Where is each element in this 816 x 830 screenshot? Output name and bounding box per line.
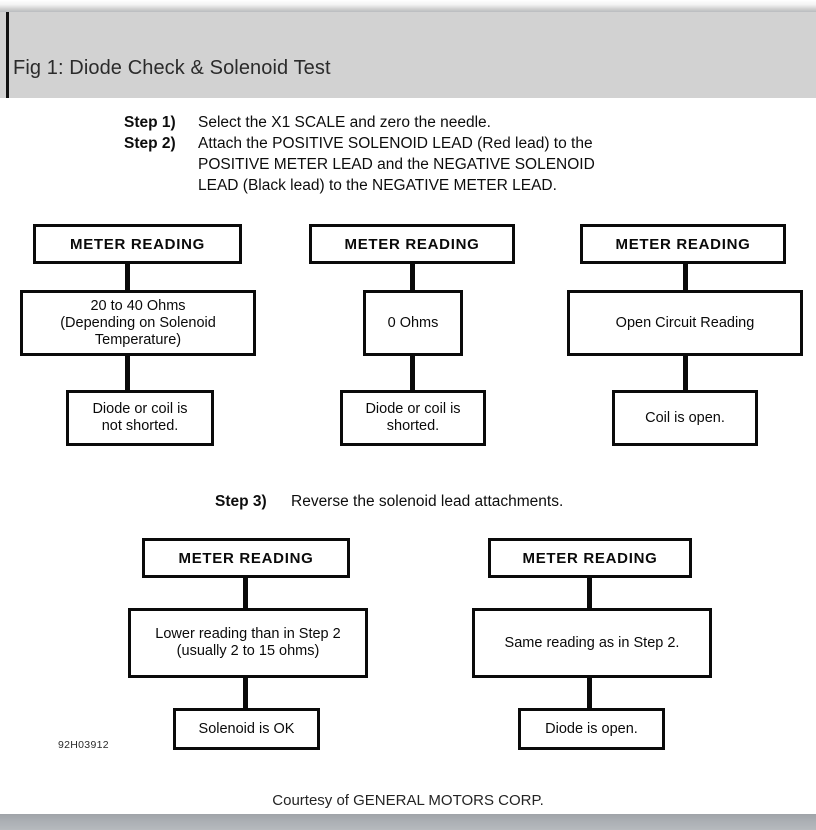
flow-top-col1-reading-line-1: 20 to 40 Ohms <box>90 297 186 314</box>
flow-top-col2-header-text: METER READING <box>344 235 480 253</box>
flow-bottom-col1-header: METER READING <box>142 538 350 578</box>
flow-top-col3-reading-line-1: Open Circuit Reading <box>615 314 755 331</box>
flow-top-col1-reading-line-2: (Depending on Solenoid <box>60 314 216 331</box>
steps-block: Step 1) Select the X1 SCALE and zero the… <box>124 112 595 196</box>
flow-top-col1-result-line-1: Diode or coil is <box>92 401 188 417</box>
window-top-edge <box>0 0 816 12</box>
step-3-text: Reverse the solenoid lead attachments. <box>291 493 564 510</box>
flow-top-col3-header-text: METER READING <box>615 235 751 253</box>
flow-top-col1-result-line-2: not shorted. <box>101 418 179 434</box>
flow-bottom-col1-reading: Lower reading than in Step 2 (usually 2 … <box>128 608 368 678</box>
step-2-label: Step 2) <box>124 135 176 152</box>
figure-canvas: Step 1) Select the X1 SCALE and zero the… <box>0 98 816 812</box>
flow-top-col2-result: Diode or coil is shorted. <box>340 390 486 446</box>
flow-bottom-col2-reading: Same reading as in Step 2. <box>472 608 712 678</box>
step-2-row: Step 2) Attach the POSITIVE SOLENOID LEA… <box>124 133 595 196</box>
figure-part-number: 92H03912 <box>58 739 109 751</box>
flow-top-col2-reading-line-1: 0 Ohms <box>387 314 439 331</box>
flow-bottom-col2-connector-1 <box>587 576 592 610</box>
flow-bottom-col2-connector-2 <box>587 676 592 710</box>
figure-header-bar <box>0 12 816 98</box>
flow-bottom-col2-header-text: METER READING <box>522 549 658 567</box>
flow-bottom-col1-connector-2 <box>243 676 248 710</box>
step-3-label: Step 3) <box>215 493 267 510</box>
flow-bottom-col1-header-text: METER READING <box>178 549 314 567</box>
flow-bottom-col2-reading-line-1: Same reading as in Step 2. <box>504 634 680 651</box>
flow-top-col1-reading-line-3: Temperature) <box>94 331 182 348</box>
page-title: Fig 1: Diode Check & Solenoid Test <box>13 57 331 79</box>
step-1-line-1: Select the X1 SCALE and zero the needle. <box>198 114 491 131</box>
flow-top-col1-connector-1 <box>125 262 130 292</box>
flow-top-col3-connector-2 <box>683 354 688 392</box>
flow-top-col2-header: METER READING <box>309 224 515 264</box>
flow-top-col1-result: Diode or coil is not shorted. <box>66 390 214 446</box>
step-2-line-2: POSITIVE METER LEAD and the NEGATIVE SOL… <box>198 156 595 173</box>
flow-top-col3-reading: Open Circuit Reading <box>567 290 803 356</box>
flow-top-col2-result-line-1: Diode or coil is <box>365 401 461 417</box>
step-2-line-1: Attach the POSITIVE SOLENOID LEAD (Red l… <box>198 135 593 152</box>
flow-top-col2-reading: 0 Ohms <box>363 290 463 356</box>
flow-top-col1-reading: 20 to 40 Ohms (Depending on Solenoid Tem… <box>20 290 256 356</box>
step-3-row: Step 3) Reverse the solenoid lead attach… <box>215 493 563 511</box>
flow-top-col3-result: Coil is open. <box>612 390 758 446</box>
flow-top-col1-connector-2 <box>125 354 130 392</box>
flow-top-col2-result-line-2: shorted. <box>386 418 440 434</box>
flow-top-col3-connector-1 <box>683 262 688 292</box>
flow-top-col1-header: METER READING <box>33 224 242 264</box>
step-1-label: Step 1) <box>124 114 176 131</box>
courtesy-line: Courtesy of GENERAL MOTORS CORP. <box>272 792 544 809</box>
header-left-rule <box>6 12 9 98</box>
flow-top-col2-connector-2 <box>410 354 415 392</box>
flow-top-col3-header: METER READING <box>580 224 786 264</box>
flow-bottom-col2-result-line-1: Diode is open. <box>545 720 638 737</box>
flow-bottom-col1-reading-line-1: Lower reading than in Step 2 <box>155 626 341 642</box>
step-1-text: Select the X1 SCALE and zero the needle. <box>198 112 595 133</box>
flow-bottom-col1-reading-line-2: (usually 2 to 15 ohms) <box>176 643 320 659</box>
step-2-text: Attach the POSITIVE SOLENOID LEAD (Red l… <box>198 133 595 196</box>
step-2-line-3: LEAD (Black lead) to the NEGATIVE METER … <box>198 177 557 194</box>
window-bottom-strip <box>0 814 816 830</box>
flow-top-col1-header-text: METER READING <box>70 235 205 253</box>
flow-bottom-col1-result-line-1: Solenoid is OK <box>198 720 295 737</box>
step-1-row: Step 1) Select the X1 SCALE and zero the… <box>124 112 595 133</box>
flow-bottom-col1-connector-1 <box>243 576 248 610</box>
flow-bottom-col1-result: Solenoid is OK <box>173 708 320 750</box>
flow-bottom-col2-header: METER READING <box>488 538 692 578</box>
flow-bottom-col2-result: Diode is open. <box>518 708 665 750</box>
flow-top-col3-result-line-1: Coil is open. <box>645 409 725 426</box>
flow-top-col2-connector-1 <box>410 262 415 292</box>
